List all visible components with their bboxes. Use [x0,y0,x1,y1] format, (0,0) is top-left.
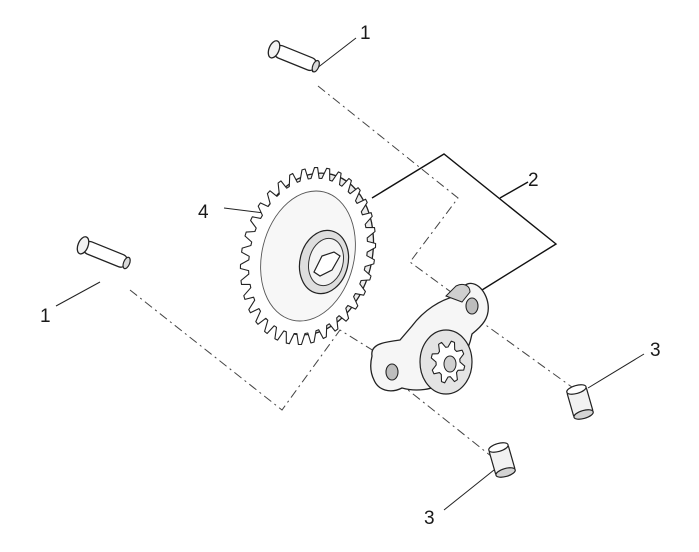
leader-lines [55,37,645,511]
callout-pin-left: 1 [40,306,51,327]
axis-top-pin [317,85,471,307]
callout-gear: 4 [198,202,209,223]
oil-pump[interactable] [370,282,489,395]
gear[interactable] [234,160,390,348]
assembly-bracket [371,153,558,291]
pump-mount-hole-left [385,363,399,381]
pin-left[interactable] [75,235,133,272]
callout-pin-top: 1 [360,23,371,44]
bushing-right[interactable] [566,383,595,421]
gear-drive-slot [313,251,341,277]
axis-right-bushing [475,317,577,391]
pin-top[interactable] [266,39,322,76]
callout-bushing-bottom: 3 [424,508,435,529]
axis-left-pin [129,289,383,411]
bushing-bottom[interactable] [488,441,517,479]
pump-lug-top [445,283,471,303]
leader-bushing-bottom [443,469,495,511]
assembly-axis-lines [129,85,577,461]
axis-bottom-bushing [397,381,497,461]
leader-pin-left [55,281,101,307]
pump-mount-hole-top [465,297,479,315]
callout-bushing-right: 3 [650,340,661,361]
pump-rotor-shaft [443,355,457,373]
callout-pump-assembly: 2 [528,170,539,191]
leader-bushing-right [587,353,645,389]
